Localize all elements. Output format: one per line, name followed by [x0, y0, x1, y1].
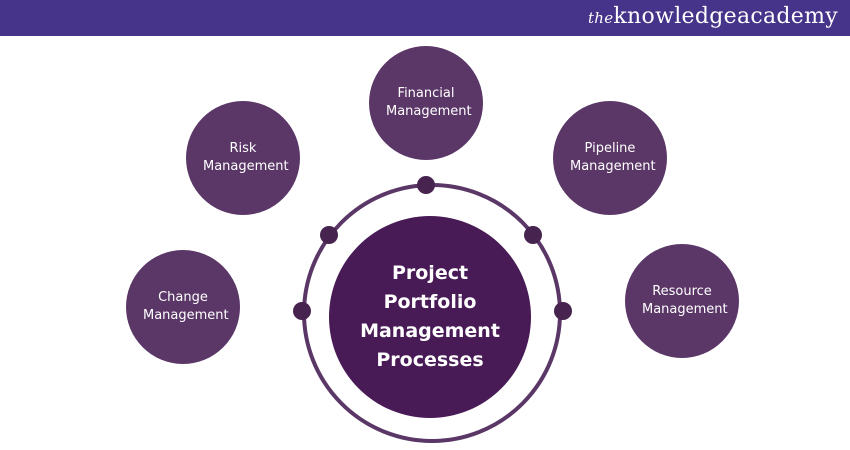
header-bar: theknowledgeacademy — [0, 0, 850, 36]
node-label: Resource Management — [642, 284, 728, 317]
node-label: Risk Management — [203, 141, 289, 174]
node-label: Financial Management — [386, 86, 472, 119]
node-pipeline: Pipeline Management — [553, 101, 667, 215]
node-label: Pipeline Management — [570, 141, 656, 174]
logo-suffix: academy — [736, 4, 838, 29]
node-resource: Resource Management — [625, 244, 739, 358]
ring-dot — [554, 302, 572, 320]
logo-prefix: the — [587, 9, 614, 27]
logo-main: knowledge — [613, 4, 737, 29]
ring-dot — [293, 302, 311, 320]
ring-dot — [524, 226, 542, 244]
node-change: Change Management — [126, 250, 240, 364]
node-label: Change Management — [143, 290, 229, 323]
brand-logo: theknowledgeacademy — [588, 4, 838, 29]
ring-dot — [320, 226, 338, 244]
center-label: Project Portfolio Management Processes — [360, 262, 500, 371]
node-risk: Risk Management — [186, 101, 300, 215]
center-node: Project Portfolio Management Processes — [329, 216, 531, 418]
node-financial: Financial Management — [369, 46, 483, 160]
ring-dot — [417, 176, 435, 194]
